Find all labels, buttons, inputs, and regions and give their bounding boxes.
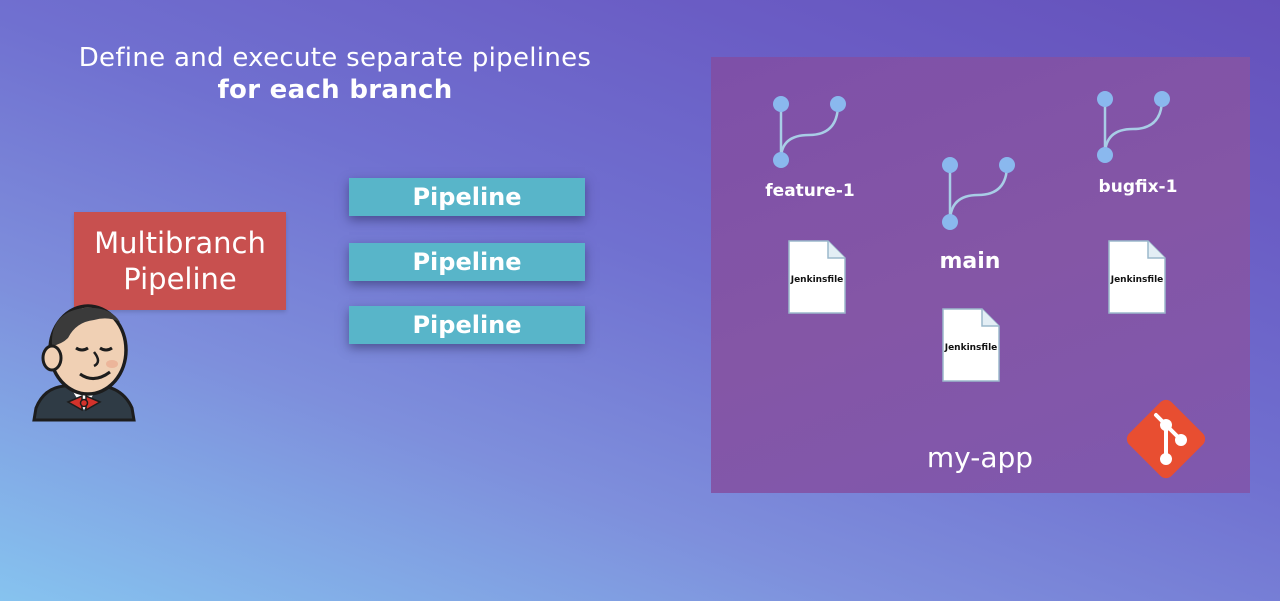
headline-line2: for each branch [217, 75, 453, 105]
git-logo-icon [1126, 399, 1206, 479]
jenkinsfile-label-main: Jenkinsfile [944, 343, 998, 353]
file-icon: Jenkinsfile [788, 240, 846, 314]
git-branch-icon [773, 96, 846, 168]
repo-name: my-app [926, 441, 1034, 474]
jenkinsfile-label-feature-1: Jenkinsfile [790, 275, 844, 285]
pipeline-box-3: Pipeline [349, 306, 585, 344]
branch-label-main: main [939, 249, 1001, 274]
pipeline-label-3: Pipeline [412, 311, 522, 339]
file-icon: Jenkinsfile [942, 308, 1000, 382]
jenkins-logo-icon [32, 304, 136, 422]
branch-label-feature-1: feature-1 [765, 181, 855, 201]
file-icon: Jenkinsfile [1108, 240, 1166, 314]
multibranch-label-line1: Multibranch [94, 226, 266, 260]
git-branch-icon [1097, 91, 1170, 163]
pipeline-label-1: Pipeline [412, 183, 522, 211]
pipeline-box-2: Pipeline [349, 243, 585, 281]
git-branch-icon [942, 157, 1015, 230]
multibranch-label-line2: Pipeline [123, 262, 237, 296]
headline-line1: Define and execute separate pipelines [78, 43, 592, 73]
repository-panel: feature-1 main bugfix-1 Jenkinsfile Jenk… [711, 57, 1250, 493]
jenkinsfile-label-bugfix-1: Jenkinsfile [1110, 275, 1164, 285]
headline: Define and execute separate pipelines fo… [60, 42, 610, 106]
multibranch-pipeline-box: Multibranch Pipeline [74, 212, 286, 310]
pipeline-label-2: Pipeline [412, 248, 522, 276]
branch-label-bugfix-1: bugfix-1 [1098, 177, 1178, 197]
pipeline-box-1: Pipeline [349, 178, 585, 216]
